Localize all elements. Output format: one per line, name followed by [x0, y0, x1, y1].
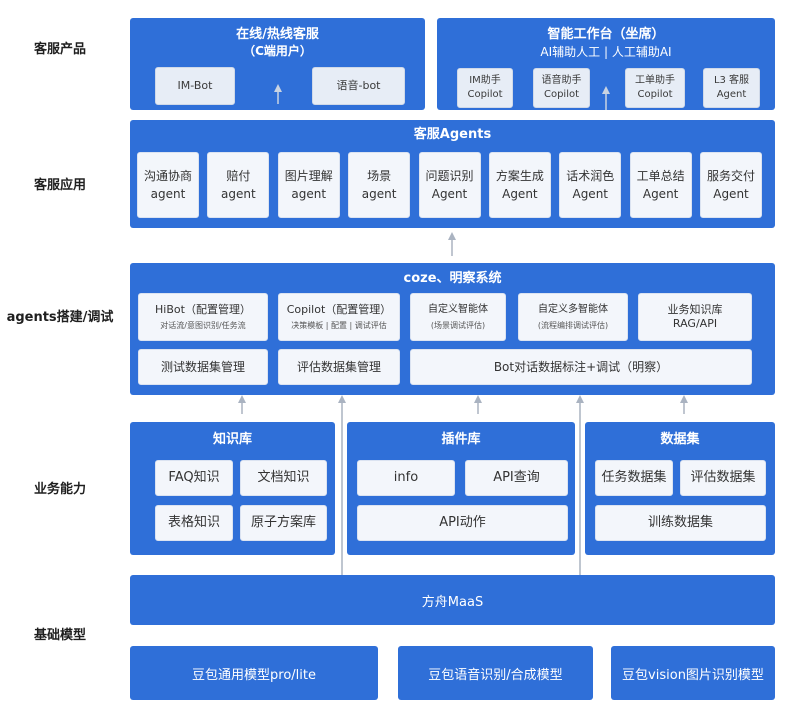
layer-label-models: 基础模型	[33, 628, 86, 643]
card-line: 语音助手	[541, 75, 582, 86]
im-bot-card: IM-Bot	[155, 67, 235, 105]
card-line: Copilot	[467, 89, 503, 100]
card-line: 自定义智能体	[428, 303, 488, 315]
plugins-panel: 插件库 info API查询 API动作	[347, 422, 575, 555]
workbench-title: 智能工作台（坐席）	[547, 27, 665, 42]
card-line: 图片理解	[284, 169, 333, 183]
table-knowledge-card: 表格知识	[155, 505, 233, 541]
card-line: 业务知识库	[667, 303, 723, 316]
agent-card: 服务交付 Agent	[700, 152, 762, 218]
card-line: agent	[221, 187, 256, 201]
atomic-solution-card: 原子方案库	[240, 505, 327, 541]
test-dataset-mgmt-card: 测试数据集管理	[138, 349, 268, 385]
workbench-panel: 智能工作台（坐席） AI辅助人工 | 人工辅助AI IM助手 Copilot 语…	[437, 18, 775, 110]
card-subline: (流程编排调试评估)	[537, 320, 609, 330]
training-dataset-card: 训练数据集	[595, 505, 766, 541]
layer-label-capabilities: 业务能力	[33, 482, 86, 497]
card-line: agent	[361, 187, 397, 201]
card-subline: 决策模板 | 配置 | 调试评估	[291, 320, 387, 330]
card-line: HiBot（配置管理）	[155, 302, 251, 316]
ticket-copilot-card: 工单助手 Copilot	[625, 68, 685, 108]
api-action-card: API动作	[357, 505, 568, 541]
card-line: Agent	[431, 187, 468, 201]
knowledge-title: 知识库	[212, 432, 252, 447]
hibot-config-card: HiBot（配置管理） 对话流/意图识别/任务流	[138, 293, 268, 341]
card-line: Agent	[716, 89, 747, 100]
datasets-panel: 数据集 任务数据集 评估数据集 训练数据集	[585, 422, 775, 555]
eval-dataset-mgmt-card: 评估数据集管理	[278, 349, 400, 385]
card-line: 赔付	[226, 169, 251, 183]
card-line: Copilot	[637, 89, 673, 100]
workbench-subtitle: AI辅助人工 | 人工辅助AI	[540, 45, 672, 59]
coze-title: coze、明察系统	[403, 271, 502, 286]
task-dataset-card: 任务数据集	[595, 460, 673, 496]
voice-bot-card: 语音-bot	[312, 67, 405, 105]
agent-card: 方案生成 Agent	[488, 152, 551, 218]
business-kb-card: 业务知识库 RAG/API	[638, 293, 752, 341]
agents-title: 客服Agents	[413, 127, 492, 142]
card-line: 场景	[367, 169, 392, 183]
info-plugin-card: info	[357, 460, 455, 496]
card-line: 服务交付	[706, 169, 755, 183]
layer-label-products: 客服产品	[33, 42, 86, 57]
bot-annotation-card: Bot对话数据标注+调试（明察）	[410, 349, 752, 385]
faq-knowledge-card: FAQ知识	[155, 460, 233, 496]
card-line: 沟通协商	[143, 169, 192, 183]
card-line: L3 客服	[713, 75, 750, 86]
agent-card: 工单总结 Agent	[629, 152, 692, 218]
card-line: 工单总结	[636, 169, 685, 183]
copilot-config-card: Copilot（配置管理） 决策模板 | 配置 | 调试评估	[278, 293, 400, 341]
doc-knowledge-card: 文档知识	[240, 460, 327, 496]
agent-card: 图片理解 agent	[277, 152, 340, 218]
doubao-general-model: 豆包通用模型pro/lite	[130, 646, 378, 700]
l3-agent-card: L3 客服 Agent	[703, 68, 760, 108]
card-line: Agent	[713, 187, 749, 201]
knowledge-panel: 知识库 FAQ知识 文档知识 表格知识 原子方案库	[130, 422, 335, 555]
card-line: Copilot（配置管理）	[286, 302, 392, 316]
card-line: 自定义多智能体	[538, 303, 608, 315]
plugins-title: 插件库	[441, 432, 481, 447]
card-line: RAG/API	[672, 317, 718, 330]
agent-card: 赔付 agent	[207, 152, 270, 218]
agent-card: 话术润色 Agent	[559, 152, 622, 218]
card-line: 工单助手	[635, 75, 675, 86]
card-line: Copilot	[543, 89, 580, 100]
maas-bar: 方舟MaaS	[130, 575, 775, 625]
online-service-title: 在线/热线客服	[236, 27, 319, 42]
layer-label-agents-build: agents搭建/调试	[6, 310, 114, 325]
agents-panel: 客服Agents 沟通协商 agent 赔付 agent 图片理解 agent 场景 a…	[130, 120, 775, 228]
datasets-title: 数据集	[660, 432, 700, 447]
layer-label-applications: 客服应用	[33, 178, 86, 193]
api-query-card: API查询	[465, 460, 568, 496]
card-subline: (场景调试评估)	[430, 320, 486, 330]
doubao-speech-model: 豆包语音识别/合成模型	[398, 646, 593, 700]
eval-dataset-card: 评估数据集	[680, 460, 766, 496]
im-copilot-card: IM助手 Copilot	[457, 68, 513, 108]
agent-card: 场景 agent	[348, 152, 411, 218]
voice-copilot-card: 语音助手 Copilot	[533, 68, 590, 108]
agents-row: 沟通协商 agent 赔付 agent 图片理解 agent 场景 agent 问题识别…	[137, 152, 762, 218]
coze-panel: coze、明察系统 HiBot（配置管理） 对话流/意图识别/任务流 Copil…	[130, 263, 775, 395]
card-line: 话术润色	[566, 169, 615, 183]
card-line: Agent	[642, 187, 679, 201]
card-line: Agent	[572, 187, 609, 201]
online-service-subtitle: （C端用户）	[243, 44, 312, 58]
card-line: IM助手	[469, 75, 501, 86]
card-line: agent	[291, 187, 327, 201]
card-subline: 对话流/意图识别/任务流	[160, 320, 246, 330]
card-line: Agent	[502, 187, 538, 201]
custom-multi-agent-card: 自定义多智能体 (流程编排调试评估)	[518, 293, 628, 341]
agent-card: 沟通协商 agent	[137, 152, 199, 218]
card-line: 方案生成	[495, 169, 544, 183]
card-line: 问题识别	[425, 169, 474, 183]
custom-agent-card: 自定义智能体 (场景调试评估)	[410, 293, 506, 341]
agent-card: 问题识别 Agent	[418, 152, 481, 218]
doubao-vision-model: 豆包vision图片识别模型	[611, 646, 775, 700]
online-service-panel: 在线/热线客服 （C端用户） IM-Bot 语音-bot	[130, 18, 425, 110]
card-line: agent	[150, 187, 186, 201]
